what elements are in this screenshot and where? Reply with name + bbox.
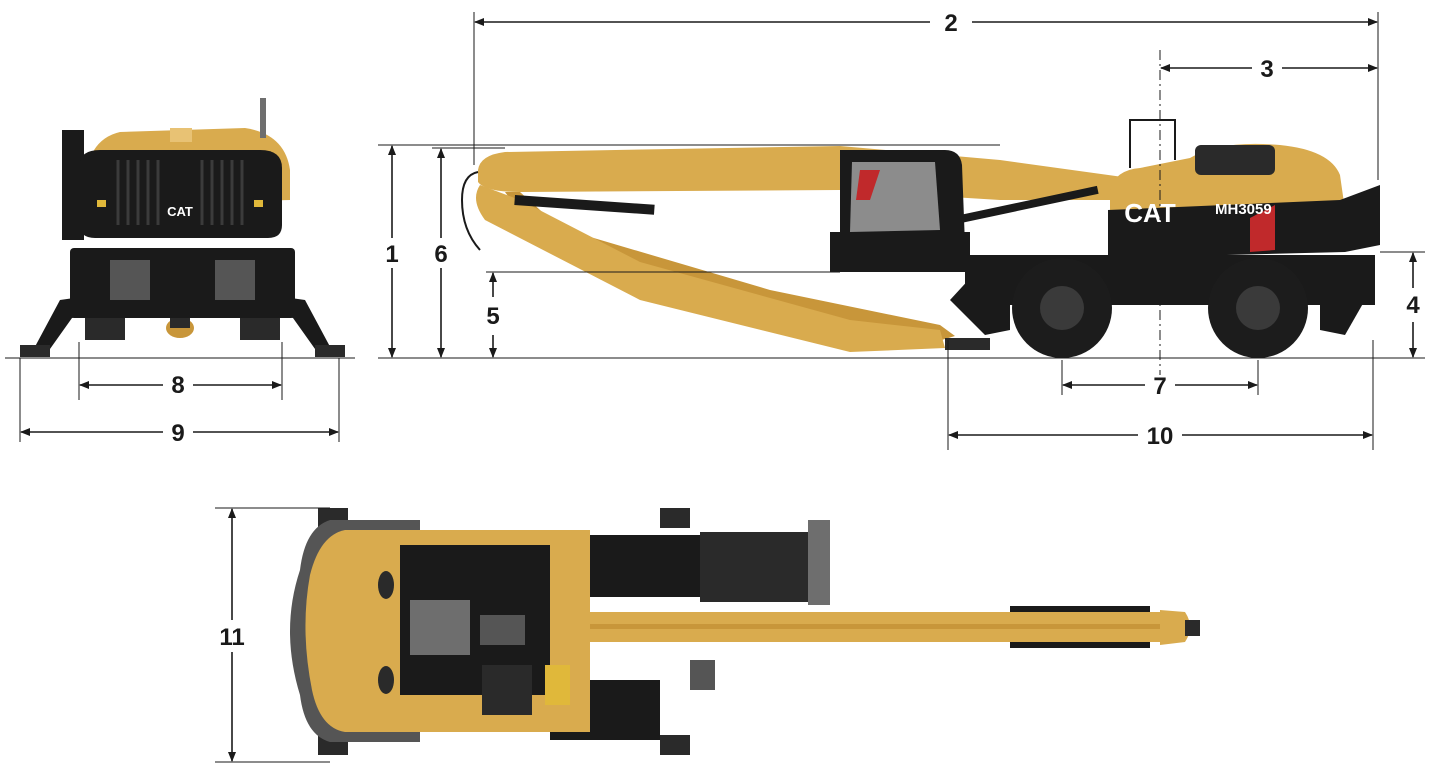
front-undercarriage xyxy=(70,248,295,340)
dimension-label-8: 8 xyxy=(171,372,184,399)
front-cat-logo: CAT xyxy=(167,204,193,219)
dimension-label-7: 7 xyxy=(1153,373,1166,400)
dimension-label-6: 6 xyxy=(434,241,447,268)
top-view xyxy=(290,508,1200,755)
top-boom xyxy=(515,606,1200,648)
dimension-label-1: 1 xyxy=(385,241,398,268)
side-boom xyxy=(460,146,1140,352)
model-badge: MH3059 xyxy=(1215,201,1272,218)
side-cat-logo: CAT xyxy=(1124,198,1176,228)
dimension-label-4: 4 xyxy=(1406,292,1420,319)
dimension-label-2: 2 xyxy=(944,10,957,37)
side-chassis xyxy=(950,255,1375,358)
side-cab xyxy=(830,150,970,272)
dimension-label-5: 5 xyxy=(486,303,499,330)
front-grille xyxy=(116,160,244,225)
side-view: CAT MH3059 xyxy=(378,119,1425,359)
dimension-label-3: 3 xyxy=(1260,56,1273,83)
side-upperstructure: CAT MH3059 xyxy=(1108,119,1380,258)
front-view: CAT xyxy=(5,98,355,359)
front-upper-body: CAT xyxy=(62,98,290,240)
dimension-label-10: 10 xyxy=(1147,423,1174,450)
top-upperstructure xyxy=(290,520,590,742)
dimension-label-9: 9 xyxy=(171,420,184,447)
dimension-label-11: 11 xyxy=(219,624,244,651)
